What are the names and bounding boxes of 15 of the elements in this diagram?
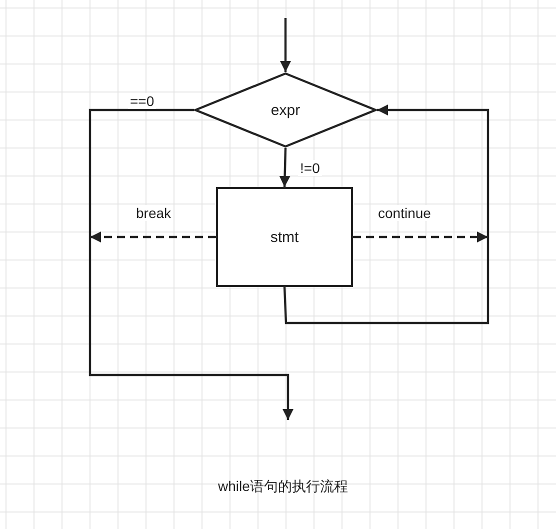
arrow [283, 104, 490, 324]
decision-diamond [194, 72, 377, 148]
node-text: stmt [270, 228, 299, 246]
node-text: expr [270, 102, 300, 118]
arrow [353, 232, 488, 242]
edge-label: continue [376, 205, 433, 221]
arrow [90, 232, 216, 242]
arrow [88, 108, 294, 420]
edge-label: break [134, 205, 174, 221]
arrow [280, 18, 291, 72]
arrow [279, 148, 290, 188]
process-box [216, 187, 353, 287]
caption: while语句的执行流程 [218, 478, 348, 496]
edge-label: !=0 [298, 160, 322, 176]
edge-label: ==0 [128, 93, 156, 109]
